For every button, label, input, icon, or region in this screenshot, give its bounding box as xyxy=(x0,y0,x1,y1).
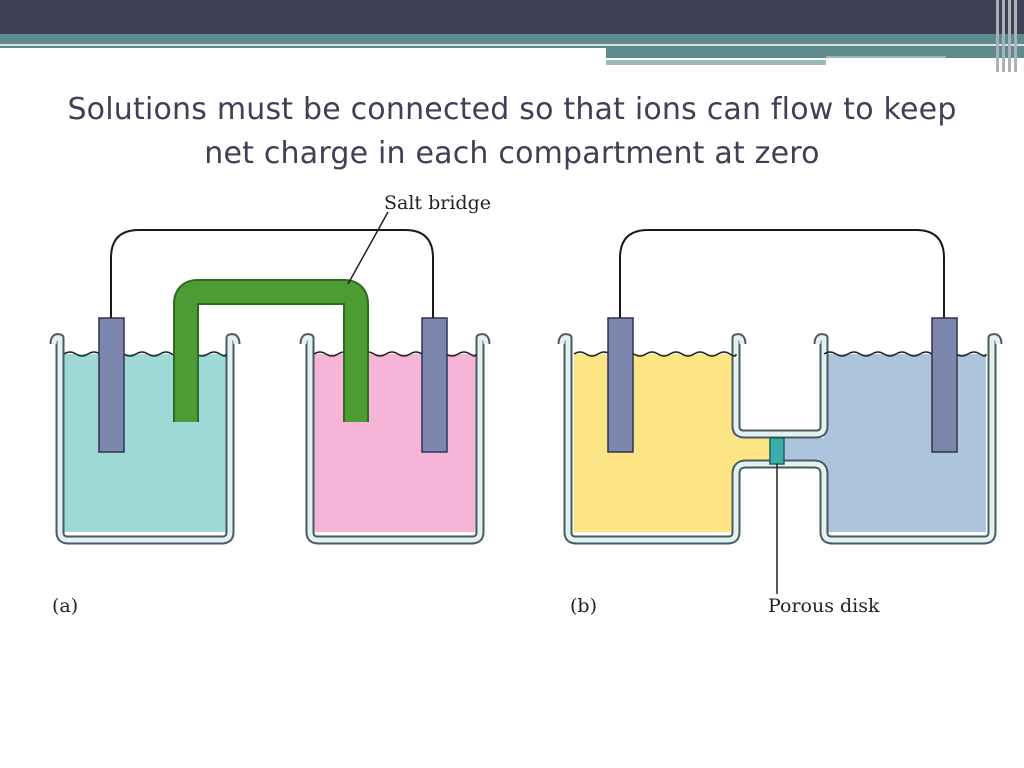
wire-a xyxy=(110,229,434,318)
porous-disk xyxy=(769,437,785,465)
wire-b xyxy=(619,229,945,318)
beaker-a-left-solution xyxy=(64,354,226,532)
slide-title: Solutions must be connected so that ions… xyxy=(40,88,984,176)
salt-bridge-cell: Salt bridge (a) xyxy=(49,192,491,617)
compartment-b-left-solution xyxy=(574,354,774,532)
panel-label-a: (a) xyxy=(52,595,78,617)
surface-b-right xyxy=(823,351,987,357)
electrode-a-right xyxy=(421,317,448,453)
surface-b-left xyxy=(573,351,737,357)
porous-disk-label: Porous disk xyxy=(768,595,880,617)
beaker-a-right-solution xyxy=(314,354,476,532)
salt-bridge-leader xyxy=(347,211,389,285)
salt-bridge-label: Salt bridge xyxy=(384,192,491,214)
porous-disk-cell: Porous disk (b) xyxy=(557,229,1003,617)
electrode-b-left xyxy=(607,317,634,453)
slide-title-line-2: net charge in each compartment at zero xyxy=(204,136,820,171)
electrode-b-right xyxy=(931,317,958,453)
electrode-a-left xyxy=(98,317,125,453)
surface-a-right xyxy=(313,351,477,357)
slide-title-line-1: Solutions must be connected so that ions… xyxy=(67,92,957,127)
panel-label-b: (b) xyxy=(570,595,597,617)
header-bar xyxy=(0,0,1024,72)
surface-a-left xyxy=(63,351,227,357)
